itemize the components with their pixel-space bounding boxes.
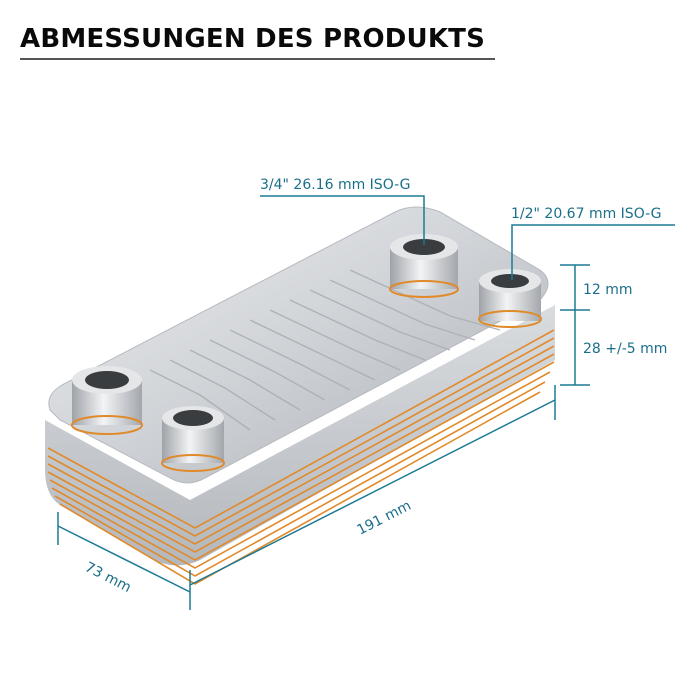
chevron-ribs <box>149 269 501 431</box>
page-title: ABMESSUNGEN DES PRODUKTS <box>20 24 486 54</box>
dimension-lines <box>57 195 675 610</box>
label-port-large: 3/4" 26.16 mm ISO-G <box>260 177 411 193</box>
leader-port-large <box>260 195 425 245</box>
label-thread-height: 12 mm <box>583 282 633 298</box>
title-underline <box>20 58 495 60</box>
port-back-large <box>389 234 459 298</box>
copper-plate-lines <box>47 329 555 585</box>
leader-port-small <box>511 224 675 280</box>
port-back-small <box>478 269 542 328</box>
port-front-right <box>161 406 225 472</box>
label-width: 73 mm <box>82 559 133 596</box>
width-dimension <box>57 525 191 593</box>
port-front-left <box>71 366 143 435</box>
length-dimension <box>189 399 556 586</box>
label-length: 191 mm <box>355 498 414 539</box>
label-body-height: 28 +/-5 mm <box>583 341 667 357</box>
label-port-small: 1/2" 20.67 mm ISO-G <box>511 206 662 222</box>
